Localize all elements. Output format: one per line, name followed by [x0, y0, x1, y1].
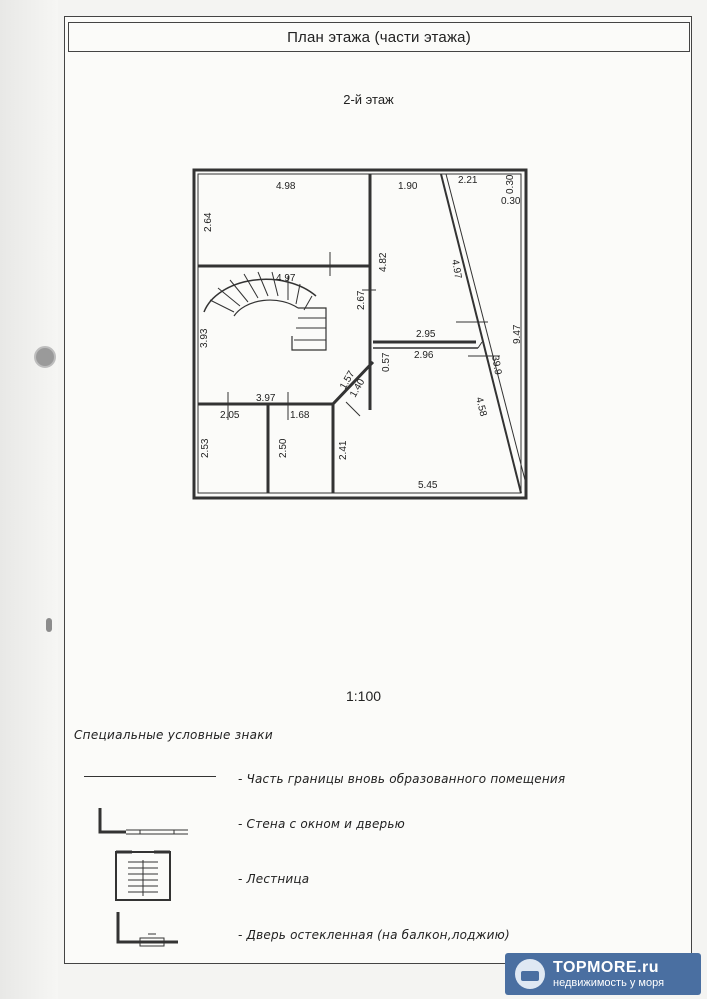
dimension-label: 3.93: [199, 328, 210, 348]
dimension-label: 4.82: [378, 252, 389, 272]
dimension-label: 0.30: [505, 174, 516, 194]
dimension-label: 2.67: [356, 290, 367, 310]
document-title: План этажа (части этажа): [68, 22, 690, 52]
legend-stair-symbol: [115, 850, 171, 901]
legend-item-boundary: - Часть границы вновь образованного поме…: [238, 772, 566, 786]
boundary-line: [477, 341, 483, 349]
dimension-label: 1.68: [290, 410, 310, 421]
dimension-label: 4.58: [473, 396, 488, 418]
legend-title: Специальные условные знаки: [74, 728, 273, 742]
spiral-staircase: [203, 271, 327, 351]
dimension-label: 0.57: [381, 352, 392, 372]
legend-wall-symbol: [98, 808, 188, 835]
watermark-brand: TOPMORE.ru: [553, 959, 660, 977]
legend-item-glazed-door: - Дверь остекленная (на балкон,лоджию): [238, 928, 510, 942]
dimension-label: 0.30: [501, 196, 521, 207]
dimension-labels: 4.98 2.64 1.90 2.21 0.30 0.30 4.82 4.97 4.97 2.67…: [199, 174, 523, 491]
legend-item-stair: - Лестница: [238, 872, 310, 886]
dimension-label: 4.98: [276, 181, 296, 192]
legend-glazed-door-symbol: [116, 912, 178, 947]
watermark-tagline: недвижимость у моря: [553, 976, 665, 989]
dimension-label: 2.96: [414, 350, 434, 361]
dimension-label: 4.97: [449, 259, 463, 281]
dimension-label: 2.21: [458, 175, 478, 186]
outer-wall-inner: [197, 173, 522, 494]
dimension-label: 2.41: [338, 440, 349, 460]
dimension-label: 39.9: [489, 355, 503, 377]
watermark-badge: TOPMORE.ru недвижимость у моря: [505, 953, 701, 995]
scan-edge: [0, 0, 58, 999]
dimension-label: 2.53: [200, 438, 211, 458]
door-mark: [227, 252, 500, 420]
dimension-label: 5.45: [418, 480, 438, 491]
floor-label: 2-й этаж: [343, 92, 394, 107]
legend-boundary-line: [84, 776, 216, 777]
binder-mark: [46, 618, 52, 632]
binder-hole: [34, 346, 56, 368]
window: [234, 169, 300, 175]
dimension-label: 2.05: [220, 410, 240, 421]
slanted-wall: [440, 173, 522, 494]
scale-label: 1:100: [346, 688, 382, 704]
slanted-wall-inner: [445, 173, 526, 481]
outer-wall: [192, 168, 528, 500]
dimension-label: 9.47: [512, 324, 523, 344]
legend-item-wall: - Стена с окном и дверью: [238, 817, 405, 831]
dimension-label: 1.90: [398, 181, 418, 192]
dimension-label: 2.50: [278, 438, 289, 458]
dimension-label: 2.64: [203, 212, 214, 232]
dimension-label: 3.97: [256, 393, 276, 404]
dimension-label: 4.97: [276, 273, 296, 284]
house-icon: [515, 959, 545, 989]
dimension-label: 2.95: [416, 329, 436, 340]
